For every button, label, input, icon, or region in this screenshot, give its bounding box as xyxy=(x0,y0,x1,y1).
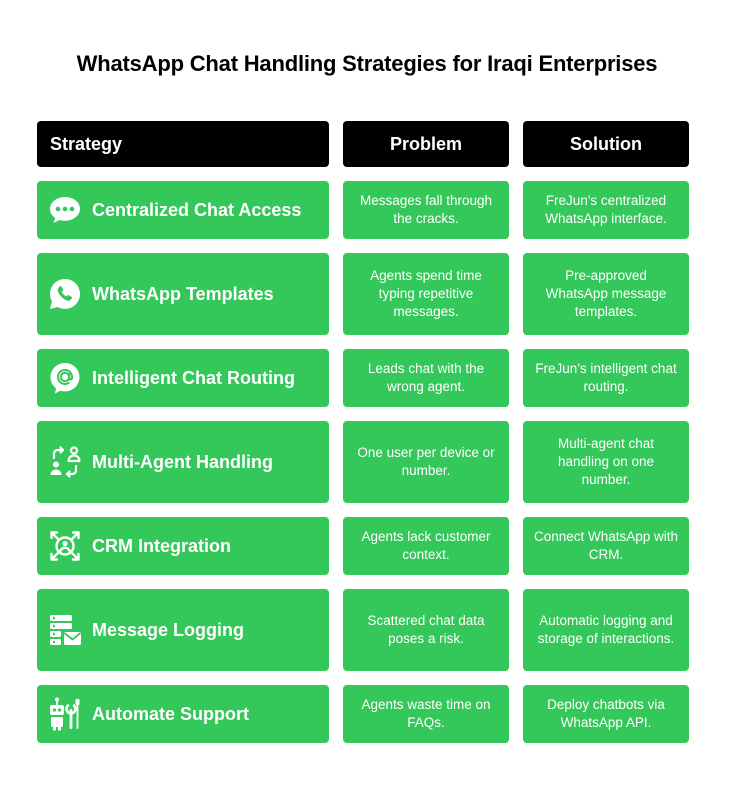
solution-text: Pre-approved WhatsApp message templates. xyxy=(545,268,667,319)
solution-cell: Pre-approved WhatsApp message templates. xyxy=(523,253,689,335)
strategy-cell-crm-integration: CRM Integration xyxy=(37,517,329,575)
problem-text: One user per device or number. xyxy=(357,445,495,478)
strategy-cell-intelligent-chat-routing: Intelligent Chat Routing xyxy=(37,349,329,407)
problem-text: Agents lack customer context. xyxy=(361,529,491,562)
strategy-label: WhatsApp Templates xyxy=(92,283,274,304)
strategy-cell-automate-support: Automate Support xyxy=(37,685,329,743)
problem-cell: Scattered chat data poses a risk. xyxy=(343,589,509,671)
strategy-label: Centralized Chat Access xyxy=(92,199,302,220)
strategy-cell-message-logging: Message Logging xyxy=(37,589,329,671)
user-exchange-icon xyxy=(47,444,83,480)
problem-cell: Messages fall through the cracks. xyxy=(343,181,509,239)
solution-text: FreJun's intelligent chat routing. xyxy=(535,361,677,394)
at-sign-bubble-icon xyxy=(47,360,83,396)
strategy-cell-whatsapp-templates: WhatsApp Templates xyxy=(37,253,329,335)
speech-bubble-icon xyxy=(47,192,83,228)
strategy-label: Intelligent Chat Routing xyxy=(92,367,295,388)
header-problem: Problem xyxy=(343,121,509,167)
problem-text: Leads chat with the wrong agent. xyxy=(367,361,485,394)
solution-text: Automatic logging and storage of interac… xyxy=(537,613,675,646)
problem-cell: Agents lack customer context. xyxy=(343,517,509,575)
problem-cell: Leads chat with the wrong agent. xyxy=(343,349,509,407)
problem-cell: Agents spend time typing repetitive mess… xyxy=(343,253,509,335)
problem-text: Agents waste time on FAQs. xyxy=(361,697,491,730)
problem-text: Agents spend time typing repetitive mess… xyxy=(370,268,482,319)
header-strategy-label: Strategy xyxy=(50,133,123,154)
robot-tools-icon xyxy=(47,696,83,732)
strategy-cell-multi-agent-handling: Multi-Agent Handling xyxy=(37,421,329,503)
solution-text: Connect WhatsApp with CRM. xyxy=(533,529,679,562)
crm-network-icon xyxy=(47,528,83,564)
strategy-cell-centralized-chat-access: Centralized Chat Access xyxy=(37,181,329,239)
whatsapp-icon xyxy=(47,276,83,312)
solution-cell: Deploy chatbots via WhatsApp API. xyxy=(523,685,689,743)
solution-text: Deploy chatbots via WhatsApp API. xyxy=(547,697,665,730)
solution-text: FreJun's centralized WhatsApp interface. xyxy=(545,193,667,226)
page-title: WhatsApp Chat Handling Strategies for Ir… xyxy=(76,51,658,76)
header-problem-label: Problem xyxy=(389,133,463,154)
strategy-label: Multi-Agent Handling xyxy=(92,451,273,472)
solution-cell: FreJun's centralized WhatsApp interface. xyxy=(523,181,689,239)
solution-cell: Connect WhatsApp with CRM. xyxy=(523,517,689,575)
strategy-label: Automate Support xyxy=(92,703,249,724)
solution-cell: Multi-agent chat handling on one number. xyxy=(523,421,689,503)
solution-text: Multi-agent chat handling on one number. xyxy=(557,436,655,487)
server-mail-icon xyxy=(47,612,83,648)
problem-text: Scattered chat data poses a risk. xyxy=(367,613,485,646)
header-solution: Solution xyxy=(523,121,689,167)
problem-cell: One user per device or number. xyxy=(343,421,509,503)
problem-cell: Agents waste time on FAQs. xyxy=(343,685,509,743)
header-solution-label: Solution xyxy=(570,133,642,154)
problem-text: Messages fall through the cracks. xyxy=(359,193,493,226)
solution-cell: Automatic logging and storage of interac… xyxy=(523,589,689,671)
header-strategy: Strategy xyxy=(37,121,329,167)
strategy-label: Message Logging xyxy=(92,619,245,640)
strategy-label: CRM Integration xyxy=(92,535,231,556)
solution-cell: FreJun's intelligent chat routing. xyxy=(523,349,689,407)
